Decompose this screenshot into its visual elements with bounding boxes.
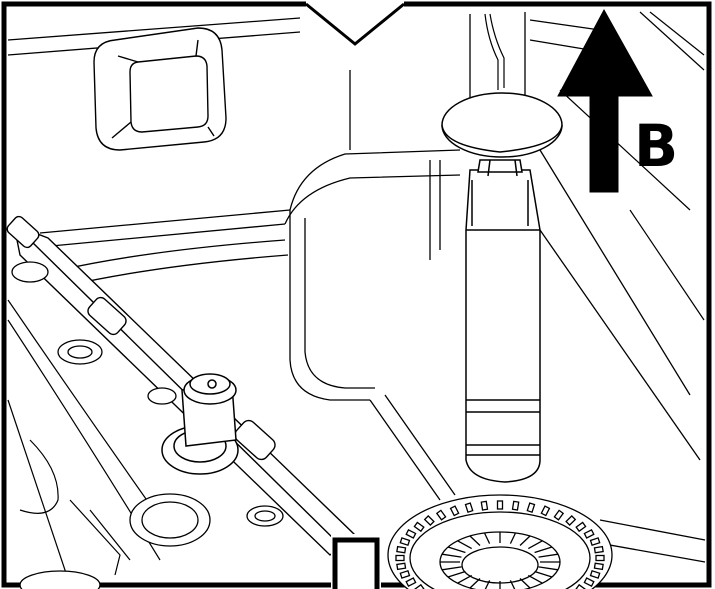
grate-slot (589, 569, 601, 579)
grate-slot (593, 562, 604, 571)
grate-slot (399, 537, 411, 547)
rectangle-marker-icon (331, 534, 381, 589)
grate-rib (519, 535, 531, 546)
grate-slot (496, 500, 504, 510)
grate-rib (534, 546, 553, 554)
grate-rib (484, 580, 491, 589)
spray-arm-hub (161, 373, 239, 475)
grate-slot (553, 509, 565, 521)
grate-slot (405, 528, 417, 539)
grate-slot (423, 514, 435, 527)
grate-slot (540, 505, 551, 517)
grate-slot (565, 514, 577, 527)
grate-rib (509, 580, 516, 589)
grate-rib (457, 574, 473, 584)
grate-rib (447, 546, 466, 554)
grate-rib (538, 566, 559, 571)
grate-rib (447, 570, 466, 578)
grate-rib (469, 578, 481, 589)
grate-slot (449, 505, 460, 517)
grate-slot (593, 545, 604, 554)
grate-slot (511, 500, 520, 511)
grate-slot (405, 577, 417, 588)
grate-rib (538, 553, 559, 558)
grate-slot (396, 562, 407, 571)
grate-slot (575, 583, 587, 589)
grate-rib (527, 574, 543, 584)
dispenser-cover (93, 27, 227, 151)
grate-rib (519, 578, 531, 589)
mounting-bosses (11, 261, 284, 589)
grate-slot (575, 521, 587, 533)
grate-slot (480, 500, 489, 511)
grate-rib (527, 540, 543, 550)
grate-slot (435, 509, 447, 521)
grate-rib (457, 540, 473, 550)
grate-slot (464, 502, 474, 513)
arrow-up-icon (557, 8, 653, 193)
grate-slot (413, 521, 425, 533)
grate-slot (583, 577, 595, 588)
callout-label: B (634, 112, 678, 180)
grate-rib (483, 532, 491, 544)
grate-slot (595, 554, 605, 562)
grate-slot (589, 537, 601, 547)
grate-rib (534, 570, 553, 578)
bottom-filter-grate (387, 494, 613, 589)
grate-slot (526, 502, 536, 513)
grate-slot (395, 554, 405, 562)
chevron-down-icon (305, 2, 405, 48)
grate-slot (413, 583, 425, 589)
grate-rib (441, 566, 462, 571)
filter-cylinder (441, 92, 563, 483)
grate-slot (583, 528, 595, 539)
tube-clips (6, 215, 276, 461)
grate-rib (509, 532, 517, 544)
grate-slot (399, 569, 411, 579)
grate-slot (396, 545, 407, 554)
side-wall-panel (484, 11, 705, 321)
tub-walls (7, 12, 706, 563)
grate-rib (469, 535, 481, 546)
grate-rib (441, 553, 462, 558)
